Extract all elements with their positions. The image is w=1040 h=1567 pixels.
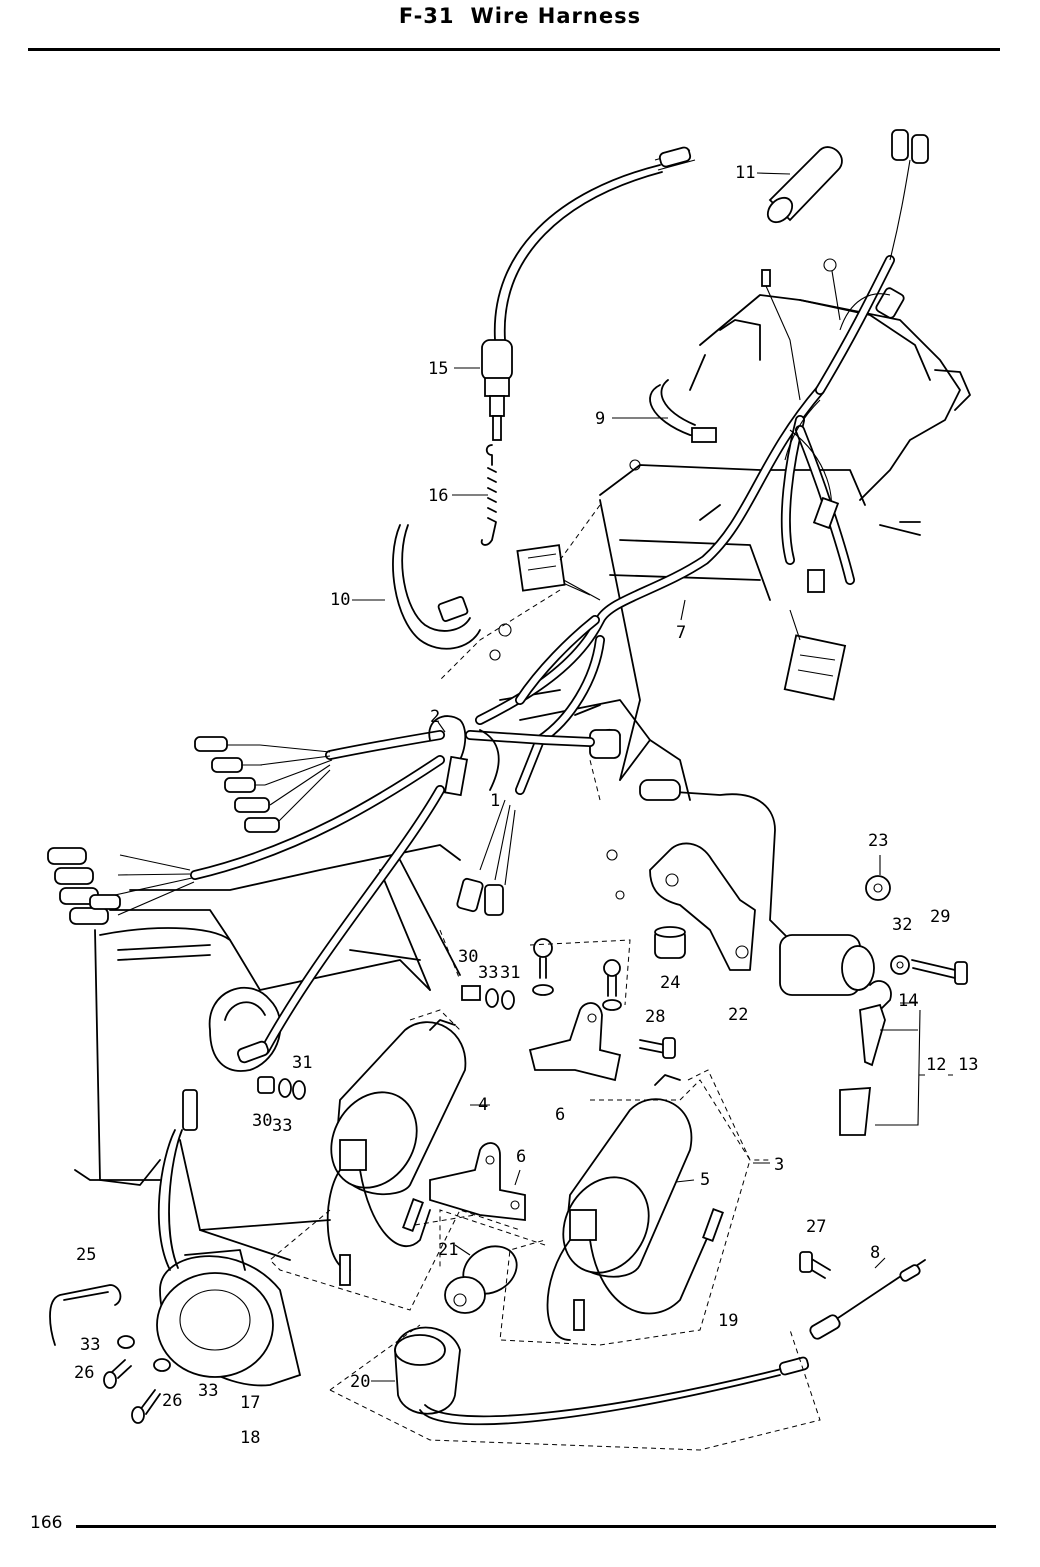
assembly-outlines — [269, 504, 821, 1451]
left-connector-bundle-lower — [47, 755, 445, 1064]
callout-10: 10 — [330, 590, 350, 610]
callout-33b: 33 — [272, 1116, 292, 1136]
coil-bracket-item-6-upper — [528, 1002, 622, 1082]
callout-numbers: 1 2 3 4 5 6 6 7 8 9 10 11 12 13 14 15 16… — [74, 163, 978, 1448]
lead-wire-item-8 — [809, 1259, 926, 1340]
callout-33a: 33 — [478, 963, 498, 983]
bracket-item-22 — [649, 842, 756, 971]
callout-21: 21 — [438, 1240, 458, 1260]
ignition-coil-item-5 — [546, 1074, 724, 1341]
callout-12: 12 — [926, 1055, 946, 1075]
callout-14: 14 — [898, 991, 918, 1011]
callout-1: 1 — [490, 791, 500, 811]
callout-26b: 26 — [162, 1391, 182, 1411]
callout-31b: 31 — [292, 1053, 312, 1073]
callout-22: 22 — [728, 1005, 748, 1025]
leader-lines — [352, 172, 953, 1382]
callout-3: 3 — [774, 1155, 784, 1175]
callout-16: 16 — [428, 486, 448, 506]
callout-28: 28 — [645, 1007, 665, 1027]
callout-24: 24 — [660, 973, 680, 993]
band-item-10 — [392, 524, 481, 650]
stop-switch-item-15 — [481, 146, 696, 441]
callout-33d: 33 — [198, 1381, 218, 1401]
connector-group-item-1 — [456, 729, 516, 916]
return-spring-item-16 — [480, 444, 497, 546]
band-item-9 — [649, 354, 717, 443]
figure-code: F-31 — [398, 4, 455, 28]
callout-29: 29 — [930, 907, 950, 927]
header-rule — [28, 48, 1000, 51]
ignition-coil-item-4 — [326, 1019, 467, 1286]
callout-30a: 30 — [458, 947, 478, 967]
left-connector-bundle-upper — [194, 730, 445, 833]
main-harness — [465, 255, 895, 795]
relay-item-20 — [394, 1326, 810, 1426]
callout-4: 4 — [478, 1095, 488, 1115]
callout-7: 7 — [676, 623, 686, 643]
callout-32: 32 — [892, 915, 912, 935]
callout-31a: 31 — [500, 963, 520, 983]
horn-item-17-18 — [156, 1089, 302, 1387]
horn-clip-item-25 — [49, 1284, 122, 1346]
callout-6a: 6 — [555, 1105, 565, 1125]
upper-right-connectors — [761, 129, 929, 401]
page-number: 166 — [30, 1513, 63, 1533]
ignition-switch-assembly — [639, 779, 968, 1136]
small-hardware — [103, 938, 831, 1424]
callout-5: 5 — [700, 1170, 710, 1190]
callout-27: 27 — [806, 1217, 826, 1237]
callout-2: 2 — [430, 707, 440, 727]
coil-bracket-item-6-lower — [429, 1142, 526, 1222]
callout-13: 13 — [958, 1055, 978, 1075]
resistor-rubber-item-21 — [444, 1245, 518, 1314]
callout-20: 20 — [350, 1372, 370, 1392]
harness-clip-item-2 — [428, 715, 469, 797]
callout-8: 8 — [870, 1243, 880, 1263]
callout-23: 23 — [868, 831, 888, 851]
page-header: F-31 Wire Harness — [0, 4, 1040, 28]
callout-26a: 26 — [74, 1363, 94, 1383]
callout-15: 15 — [428, 359, 448, 379]
callout-17: 17 — [240, 1393, 260, 1413]
callout-18: 18 — [240, 1428, 260, 1448]
callout-6b: 6 — [516, 1147, 526, 1167]
figure-title: Wire Harness — [470, 4, 642, 28]
callout-19: 19 — [718, 1311, 738, 1331]
callout-33c: 33 — [80, 1335, 100, 1355]
callout-25: 25 — [76, 1245, 96, 1265]
footer-rule — [76, 1525, 996, 1528]
callout-30b: 30 — [252, 1111, 272, 1131]
collar-item-24 — [654, 926, 686, 959]
rubber-tube-item-11 — [766, 146, 843, 224]
callout-11: 11 — [735, 163, 755, 183]
callout-9: 9 — [595, 409, 605, 429]
